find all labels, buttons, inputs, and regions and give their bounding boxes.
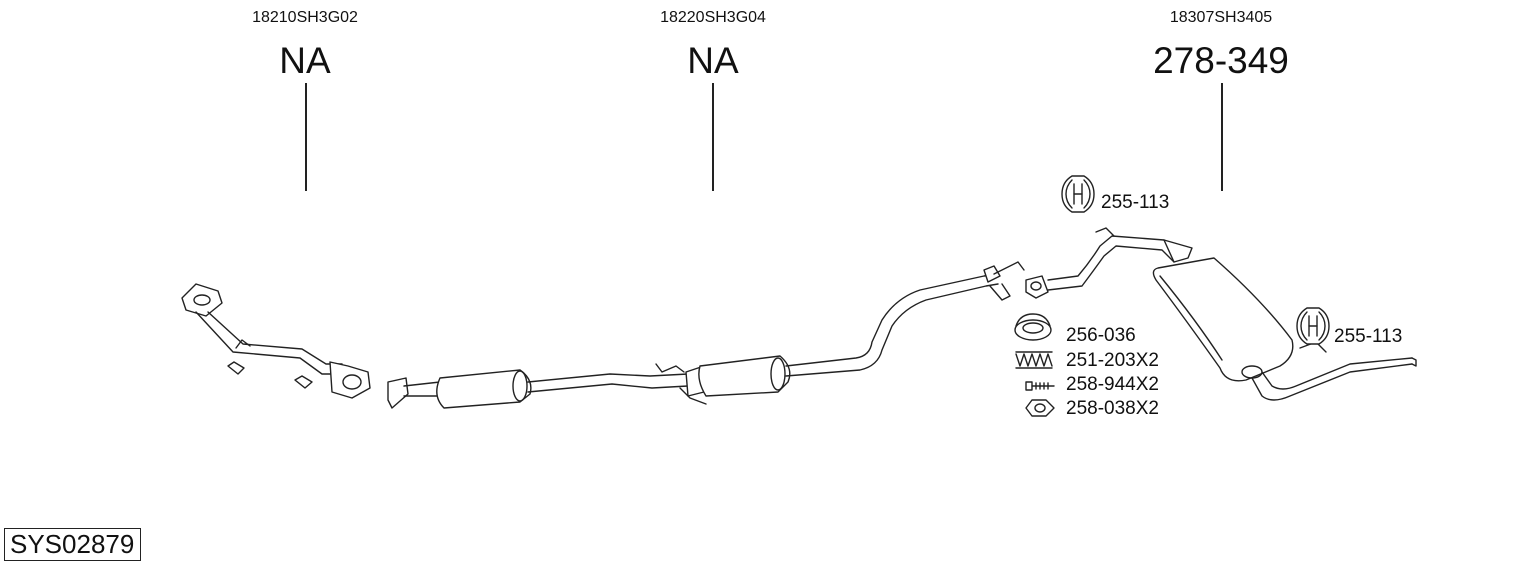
part-3-reference[interactable]: 278-349	[1153, 40, 1289, 81]
rubber-hanger-icon[interactable]	[1296, 307, 1330, 345]
part-2-oe-number: 18220SH3G04	[660, 9, 766, 26]
gasket-label: 256-036	[1066, 325, 1136, 346]
part-1-oe-number: 18210SH3G02	[252, 9, 358, 26]
spring-label: 251-203X2	[1066, 350, 1159, 371]
rear-silencer[interactable]	[1025, 227, 1417, 401]
part-1-reference[interactable]: NA	[279, 40, 331, 81]
part-1-leader-line	[305, 83, 307, 191]
part-2-leader-line	[712, 83, 714, 191]
rubber-hanger-icon[interactable]	[1061, 175, 1095, 213]
nut-icon[interactable]	[1025, 399, 1055, 417]
centre-pipe[interactable]	[387, 261, 1025, 409]
gasket-ring-icon[interactable]	[1014, 313, 1052, 341]
hanger-top-label: 255-113	[1101, 192, 1170, 213]
spring-icon[interactable]	[1015, 351, 1053, 369]
system-code: SYS02879	[4, 528, 142, 561]
bolt-label: 258-944X2	[1066, 374, 1159, 395]
part-2-reference[interactable]: NA	[687, 40, 739, 81]
bolt-icon[interactable]	[1025, 381, 1055, 391]
nut-label: 258-038X2	[1066, 398, 1159, 419]
part-3-oe-number: 18307SH3405	[1169, 9, 1273, 26]
hanger-right-label: 255-113	[1334, 326, 1403, 347]
part-3-leader-line	[1221, 83, 1223, 191]
front-pipe[interactable]	[181, 283, 371, 399]
